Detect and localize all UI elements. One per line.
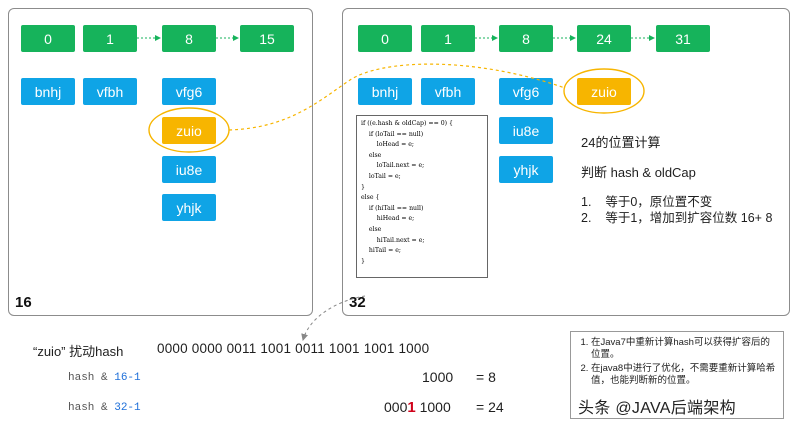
- entry-32-zuio: zuio: [577, 78, 631, 105]
- calc-row3-result: = 24: [476, 399, 504, 415]
- bucket-16-8: 8: [162, 25, 216, 52]
- code-line: hiTail = e;: [361, 247, 401, 255]
- calc-row3-value-pre: 000: [384, 399, 408, 415]
- bucket-16-15: 15: [240, 25, 294, 52]
- note-item-1: 1. 等于0，原位置不变: [581, 191, 712, 210]
- code-line: loHead = e;: [361, 141, 415, 149]
- bucket-16-0: 0: [21, 25, 75, 52]
- watermark: 头条 @JAVA后端架构: [578, 400, 736, 417]
- entry-32-yhjk: yhjk: [499, 156, 553, 183]
- calc-row2-mask: 16-1: [114, 372, 141, 384]
- code-line: hiTail.next = e;: [361, 236, 425, 244]
- entry-16-bnhj: bnhj: [21, 78, 75, 105]
- note-item-2: 2. 等于1，增加到扩容位数 16+ 8: [581, 207, 772, 226]
- code-line: if ((e.hash & oldCap) == 0) {: [361, 120, 453, 127]
- code-line: else {: [361, 194, 380, 202]
- panel-label-32: 32: [349, 294, 366, 311]
- calc-row3-highlight-bit: 1: [407, 399, 416, 416]
- note-item-2-num: 2.: [581, 211, 592, 225]
- code-line: loTail = e;: [361, 172, 401, 180]
- calc-row1-value: 0000 0000 0011 1001 0011 1001 1001 1000: [157, 341, 430, 356]
- bucket-32-1: 1: [421, 25, 475, 52]
- calc-row2-result: = 8: [476, 369, 496, 385]
- calc-row2-value: 1000: [422, 369, 454, 385]
- note-title: 24的位置计算: [581, 135, 661, 150]
- entry-32-iu8e: iu8e: [499, 117, 553, 144]
- bucket-32-0: 0: [358, 25, 412, 52]
- note-item-2-text: 等于1，增加到扩容位数 16+ 8: [605, 211, 773, 225]
- code-line: if (hiTail == null): [361, 204, 424, 212]
- entry-16-vfg6: vfg6: [162, 78, 216, 105]
- bucket-32-31: 31: [656, 25, 710, 52]
- code-line: loTail.next = e;: [361, 162, 425, 170]
- note-item-1-num: 1.: [581, 195, 592, 209]
- entry-16-zuio: zuio: [162, 117, 216, 144]
- entry-16-vfbh: vfbh: [83, 78, 137, 105]
- note-item-1-text: 等于0，原位置不变: [605, 195, 713, 209]
- entry-32-vfbh: vfbh: [421, 78, 475, 105]
- java7-note: 在Java7中重新计算hash可以获得扩容后的位置。: [591, 337, 777, 361]
- calc-row2-label: hash & 16-1: [68, 372, 141, 384]
- note-judge: 判断 hash & oldCap: [581, 165, 696, 180]
- calc-row3-label: hash & 32-1: [68, 402, 141, 414]
- panel-label-16: 16: [15, 294, 32, 311]
- code-snippet: if ((e.hash & oldCap) == 0) { if (loTail…: [356, 115, 488, 278]
- java-version-note: 在Java7中重新计算hash可以获得扩容后的位置。 在java8中进行了优化，…: [570, 331, 784, 419]
- code-line: else: [361, 225, 382, 233]
- table-16-panel: 16: [8, 8, 313, 316]
- bucket-32-8: 8: [499, 25, 553, 52]
- code-line: }: [361, 257, 365, 265]
- calc-row2-prefix: hash &: [68, 372, 115, 384]
- calc-row3-value-post: 1000: [415, 399, 451, 415]
- code-line: if (loTail == null): [361, 130, 424, 138]
- entry-32-bnhj: bnhj: [358, 78, 412, 105]
- entry-16-yhjk: yhjk: [162, 194, 216, 221]
- calc-row3-mask: 32-1: [114, 402, 141, 414]
- java8-note: 在java8中进行了优化，不需要重新计算哈希值，也能判断新的位置。: [591, 363, 777, 387]
- code-line: else: [361, 151, 382, 159]
- bucket-16-1: 1: [83, 25, 137, 52]
- calc-row3-value: 0001 1000: [384, 399, 451, 416]
- bucket-32-24: 24: [577, 25, 631, 52]
- calc-row3-prefix: hash &: [68, 402, 115, 414]
- code-line: hiHead = e;: [361, 215, 415, 223]
- entry-16-iu8e: iu8e: [162, 156, 216, 183]
- code-line: }: [361, 183, 365, 191]
- entry-32-vfg6: vfg6: [499, 78, 553, 105]
- calc-row1-label: “zuio” 扰动hash: [33, 344, 124, 359]
